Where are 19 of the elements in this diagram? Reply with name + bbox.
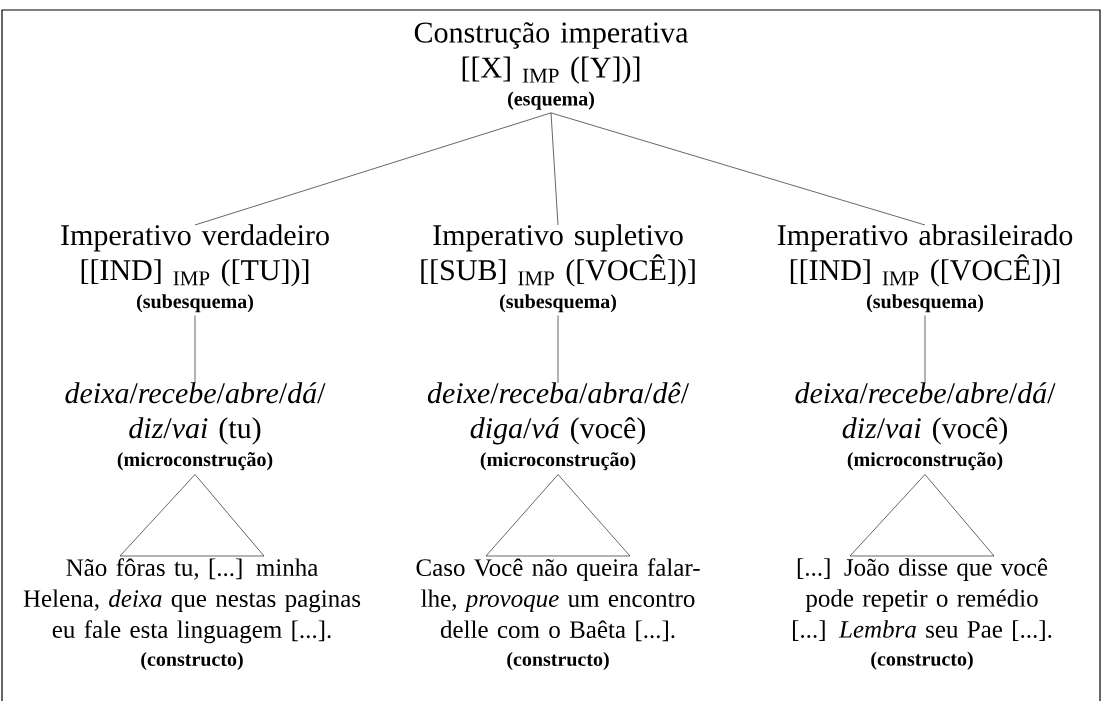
tree-line — [557, 315, 559, 384]
subschema-text: Imperativo abrasileirado [[IND] $_{IMP}$ ([VOCÊ])] (subesquema) — [777, 224, 1073, 313]
tree-line — [194, 315, 196, 384]
construct-text: [...] João disse que você pode repetir o remédio [...] Lembra seu Pae [...]. (constructo) — [793, 558, 1052, 670]
tree-triangle — [119, 474, 265, 557]
tree-line — [194, 112, 552, 226]
construct-text: Não fôras tu, [...] minha Helena, deixa que nestas paginas eu fale esta linguagem [...]. (constructo) — [23, 558, 361, 671]
tree-line — [924, 315, 926, 384]
microconstruction-text: deixe/receba/abra/dê/ diga/vá (você) (microconstrução) — [427, 382, 690, 471]
microconstruction-text: deixa/recebe/abre/dá/ diz/vai (tu) (microconstrução) — [65, 382, 326, 471]
schema-text: Construção imperativa [[X] $_{IMP}$ ([Y])] (esquema) — [414, 22, 689, 110]
construct-text: Caso Você não queira falar-lhe, provoque um encontro delle com o Baêta [...]. (constructo) — [416, 558, 700, 671]
tree-line — [550, 112, 559, 226]
subschema-text: Imperativo supletivo [[SUB] $_{IMP}$ ([VOCÊ])] (subesquema) — [421, 224, 695, 313]
subschema-text: Imperativo verdadeiro [[IND] $_{IMP}$ ([TU])] (subesquema) — [61, 224, 329, 313]
tree-triangle — [485, 474, 631, 557]
microconstruction-text: deixa/recebe/abre/dá/ diz/vai (você) (microconstrução) — [795, 382, 1056, 471]
tree-triangle — [849, 474, 995, 557]
tree-line — [550, 112, 926, 226]
